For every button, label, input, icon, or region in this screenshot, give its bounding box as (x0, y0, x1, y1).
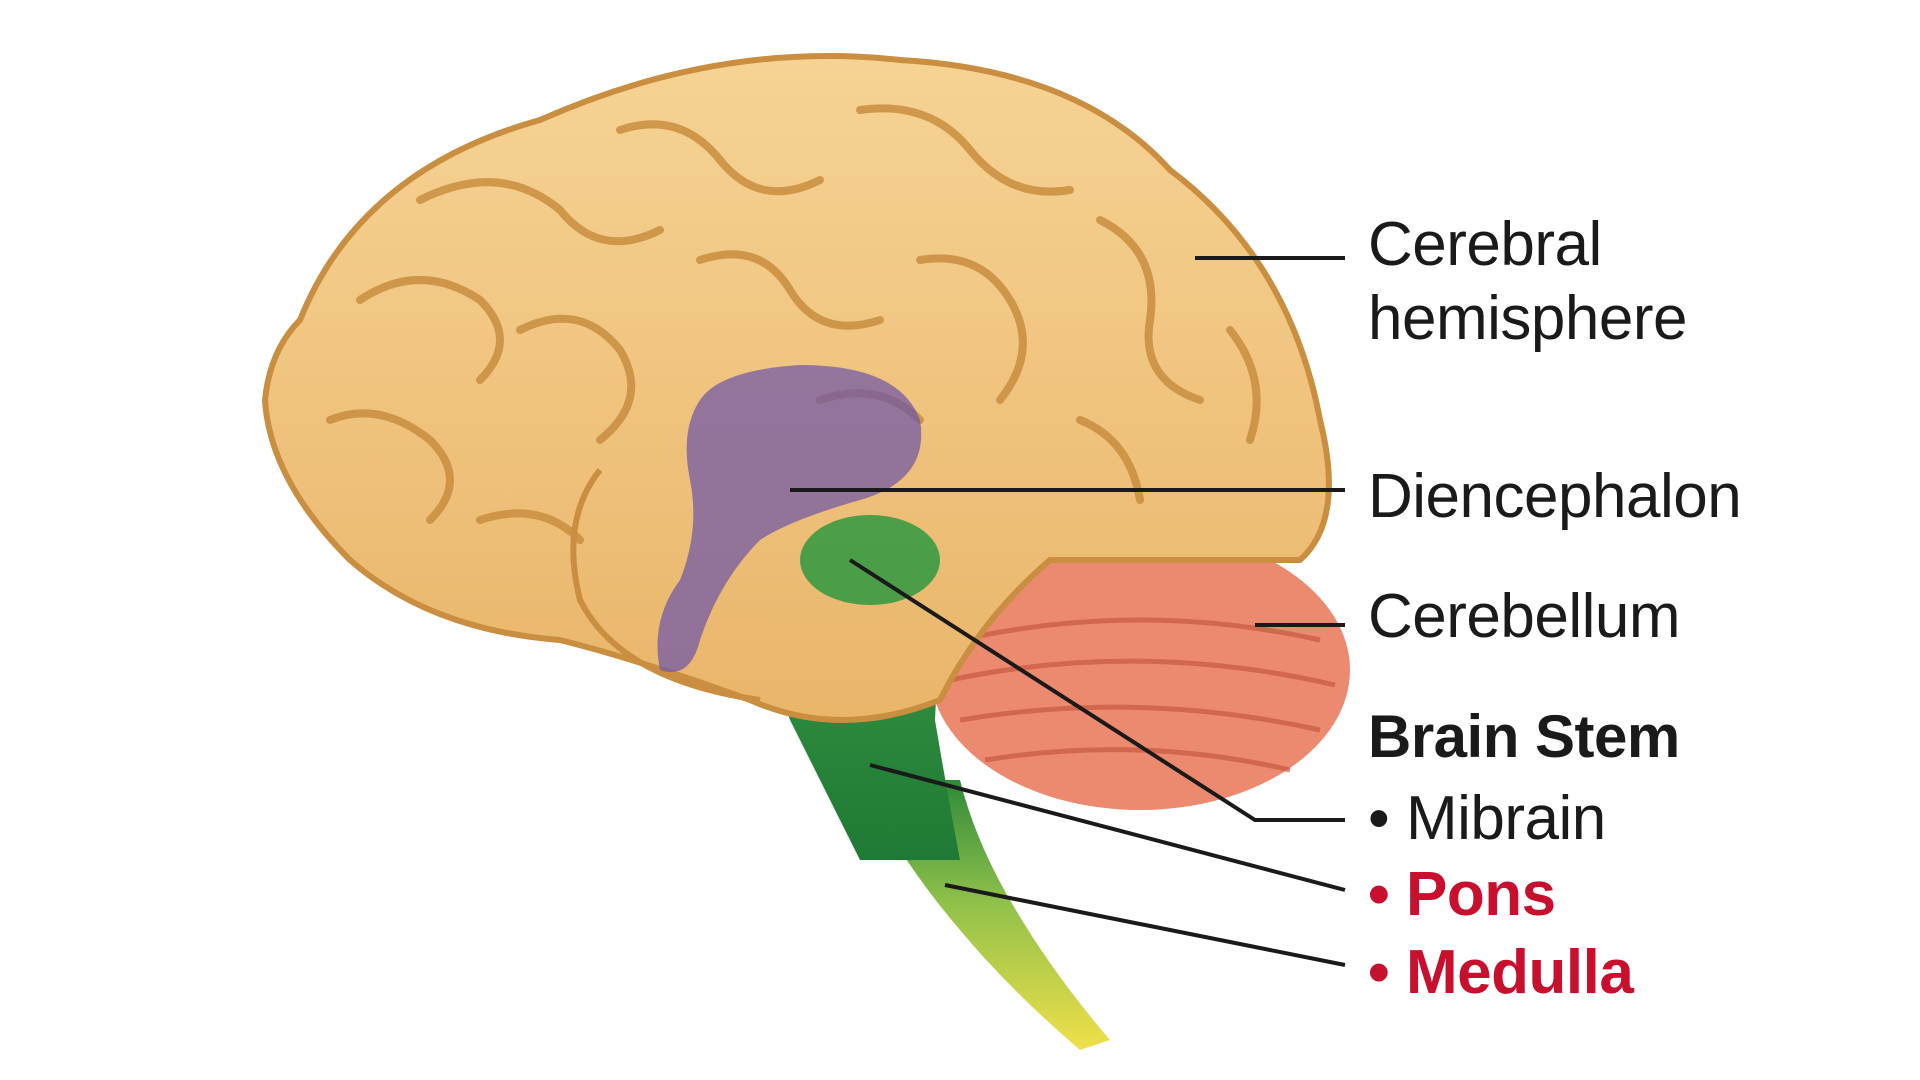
diencephalon-shape (657, 365, 922, 672)
midbrain-label: •Mibrain (1368, 782, 1606, 856)
cerebral-line2: hemisphere (1368, 284, 1687, 353)
medulla-label: •Medulla (1368, 936, 1634, 1010)
cerebellum-label: Cerebellum (1368, 582, 1681, 651)
bullet-medulla: • (1368, 938, 1390, 1007)
midbrain-shape (800, 515, 940, 605)
temporal-lobe-outline (570, 468, 761, 703)
cerebellum-shape (930, 530, 1350, 810)
cerebral-hemisphere-label: Cerebral hemisphere (1368, 208, 1687, 356)
bullet-midbrain: • (1368, 784, 1390, 853)
cerebral-line1: Cerebral (1368, 210, 1602, 279)
bullet-pons: • (1368, 860, 1390, 929)
leader-pons (869, 763, 1346, 892)
pons-label: •Pons (1368, 858, 1556, 932)
diencephalon-label: Diencephalon (1368, 462, 1742, 531)
brain-stem-heading: Brain Stem (1368, 703, 1680, 770)
leader-medulla (944, 883, 1346, 967)
leader-midbrain (848, 558, 1345, 822)
